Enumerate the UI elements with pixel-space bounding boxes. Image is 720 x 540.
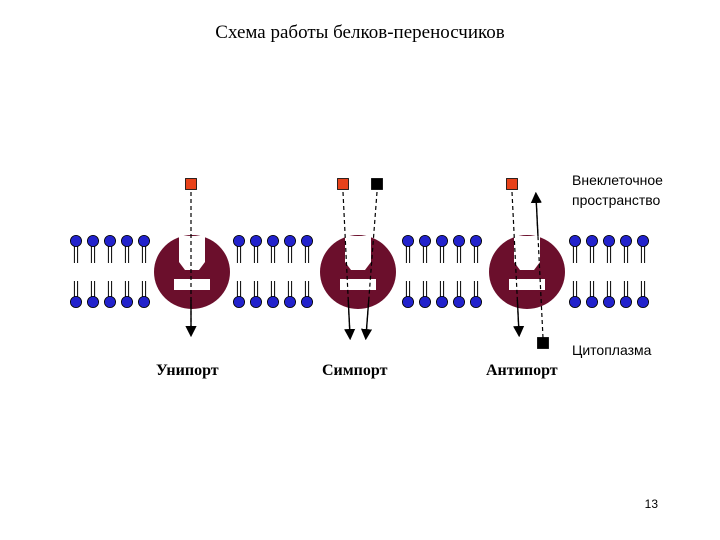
antiport-label: Антипорт — [486, 362, 558, 379]
phospholipid — [300, 234, 313, 308]
transport-path — [535, 195, 544, 339]
lipid-head — [232, 234, 245, 247]
transport-arrow — [344, 299, 356, 341]
lipid-head — [137, 234, 150, 247]
lipid-head — [401, 234, 414, 247]
phospholipid — [469, 234, 482, 308]
phospholipid — [435, 234, 448, 308]
phospholipid — [620, 234, 633, 308]
lipid-head — [121, 234, 134, 247]
phospholipid — [137, 234, 150, 308]
lipid-head — [70, 234, 83, 247]
lipid-head — [104, 295, 117, 308]
extracellular-label-line1: Внеклеточное — [572, 172, 663, 188]
protein-channel — [514, 236, 540, 270]
lipid-head — [469, 234, 482, 247]
lipid-head — [300, 295, 313, 308]
lipid-head — [586, 234, 599, 247]
lipid-head — [70, 295, 83, 308]
phospholipid — [283, 234, 296, 308]
phospholipid — [586, 234, 599, 308]
phospholipid — [121, 234, 134, 308]
lipid-head — [266, 234, 279, 247]
lipid-head — [452, 295, 465, 308]
lipid-head — [283, 295, 296, 308]
lipid-head — [121, 295, 134, 308]
transport-arrow — [530, 191, 542, 237]
extracellular-label: Внеклеточное пространство — [572, 170, 663, 210]
carrier-protein — [320, 235, 396, 309]
phospholipid — [452, 234, 465, 308]
carrier-protein — [154, 235, 230, 309]
phospholipid — [637, 234, 650, 308]
molecule-red — [185, 178, 197, 190]
lipid-head — [137, 295, 150, 308]
transport-path — [511, 191, 520, 334]
lipid-head — [401, 295, 414, 308]
lipid-head — [435, 234, 448, 247]
lipid-head — [87, 295, 100, 308]
molecule-red — [337, 178, 349, 190]
lipid-head — [569, 295, 582, 308]
molecule-black — [371, 178, 383, 190]
lipid-head — [586, 295, 599, 308]
lipid-head — [603, 295, 616, 308]
lipid-head — [104, 234, 117, 247]
lipid-head — [469, 295, 482, 308]
transport-arrow — [360, 299, 373, 341]
lipid-head — [637, 234, 650, 247]
protein-body — [489, 235, 565, 309]
phospholipid — [603, 234, 616, 308]
page-title: Схема работы белков-переносчиков — [215, 22, 505, 43]
lipid-head — [452, 234, 465, 247]
phospholipid — [266, 234, 279, 308]
lipid-head — [249, 234, 262, 247]
page-number: 13 — [644, 497, 658, 511]
transport-arrows — [185, 191, 544, 341]
protein-body — [320, 235, 396, 309]
carrier-protein — [489, 235, 565, 309]
binding-site — [340, 279, 376, 290]
lipid-head — [300, 234, 313, 247]
phospholipid — [401, 234, 414, 308]
phospholipid — [104, 234, 117, 308]
transport-arrow — [513, 299, 525, 338]
lipid-head — [620, 295, 633, 308]
lipid-head — [620, 234, 633, 247]
transported-molecules — [185, 178, 549, 349]
lipid-bilayer — [70, 234, 650, 308]
lipid-head — [418, 234, 431, 247]
transport-proteins — [154, 235, 565, 309]
symport-label: Симпорт — [322, 362, 388, 379]
phospholipid — [569, 234, 582, 308]
extracellular-label-line2: пространство — [572, 192, 661, 208]
phospholipid — [87, 234, 100, 308]
lipid-head — [603, 234, 616, 247]
molecule-red — [506, 178, 518, 190]
lipid-head — [249, 295, 262, 308]
binding-site — [509, 279, 545, 290]
phospholipid — [249, 234, 262, 308]
uniport-label: Унипорт — [156, 362, 219, 379]
phospholipid — [418, 234, 431, 308]
binding-site — [174, 279, 210, 290]
phospholipid — [70, 234, 83, 308]
lipid-head — [637, 295, 650, 308]
lipid-head — [266, 295, 279, 308]
protein-channel — [345, 236, 371, 270]
protein-body — [154, 235, 230, 309]
lipid-head — [87, 234, 100, 247]
cytoplasm-label: Цитоплазма — [572, 342, 652, 358]
protein-channel — [179, 236, 205, 270]
molecule-black — [537, 337, 549, 349]
lipid-head — [283, 234, 296, 247]
lipid-head — [435, 295, 448, 308]
phospholipid — [232, 234, 245, 308]
lipid-head — [232, 295, 245, 308]
lipid-head — [418, 295, 431, 308]
lipid-head — [569, 234, 582, 247]
